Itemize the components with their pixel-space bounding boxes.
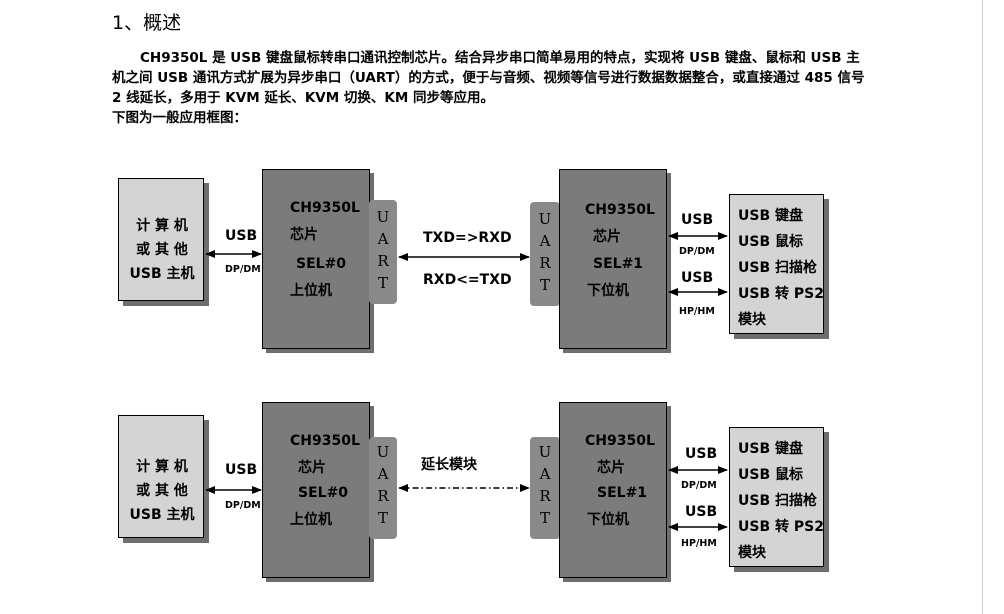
- host-line-1: 计 算 机: [136, 218, 188, 234]
- host-box: 计 算 机 或 其 他 USB 主机: [118, 178, 204, 301]
- uart-right-block: U A R T: [530, 437, 560, 539]
- device-ps2: USB 转 PS2: [738, 519, 824, 535]
- chip-right-model: CH9350L: [585, 202, 655, 218]
- chip-left-label: 芯片: [290, 227, 318, 243]
- device-keyboard: USB 键盘: [738, 208, 803, 224]
- dpdm-label-left: DP/DM: [225, 500, 261, 511]
- chip-left-role: 上位机: [290, 283, 332, 299]
- uart-left-u: U: [376, 443, 390, 461]
- usb-label-right-2: USB: [685, 504, 718, 520]
- uart-right-u: U: [538, 443, 552, 461]
- uart-left-t: T: [377, 274, 388, 292]
- hphm-label-right: HP/HM: [679, 306, 715, 317]
- uart-right-a: A: [539, 232, 551, 250]
- link-label-top: TXD=>RXD: [423, 230, 512, 246]
- chip-right-label: 芯片: [597, 460, 625, 476]
- intro-paragraph-2: 下图为一般应用框图：: [112, 110, 247, 126]
- chip-right-sel: SEL#1: [597, 485, 648, 501]
- device-ps2: USB 转 PS2: [738, 286, 824, 302]
- link-label-bottom: RXD<=TXD: [423, 272, 512, 288]
- uart-right-u: U: [538, 210, 552, 228]
- usb-label-right-2: USB: [681, 270, 714, 286]
- device-module: 模块: [738, 545, 766, 561]
- uart-left-t: T: [377, 509, 388, 527]
- chip-left-model: CH9350L: [290, 433, 360, 449]
- chip-left-sel: SEL#0: [296, 256, 347, 272]
- chip-right-box: CH9350L 芯片 SEL#1 下位机: [559, 169, 667, 349]
- usb-label-left: USB: [225, 228, 258, 244]
- chip-right-sel: SEL#1: [593, 256, 644, 272]
- extension-module-label: 延长模块: [421, 457, 477, 473]
- uart-right-r: R: [539, 487, 551, 505]
- device-mouse: USB 鼠标: [738, 234, 803, 250]
- chip-left-label: 芯片: [298, 460, 326, 476]
- devices-box: USB 键盘 USB 鼠标 USB 扫描枪 USB 转 PS2 模块: [729, 194, 824, 334]
- dpdm-label-left: DP/DM: [225, 264, 261, 275]
- device-scanner: USB 扫描枪: [738, 260, 817, 276]
- host-box: 计 算 机 或 其 他 USB 主机: [118, 415, 204, 538]
- intro-paragraph-1: CH9350L 是 USB 键盘鼠标转串口通讯控制芯片。结合异步串口简单易用的特…: [112, 50, 865, 106]
- usb-label-right-1: USB: [681, 212, 714, 228]
- device-mouse: USB 鼠标: [738, 467, 803, 483]
- uart-left-block: U A R T: [369, 200, 397, 304]
- chip-left-box: CH9350L 芯片 SEL#0 上位机: [262, 169, 370, 349]
- uart-right-t: T: [539, 509, 550, 527]
- chip-left-sel: SEL#0: [298, 485, 349, 501]
- chip-right-box: CH9350L 芯片 SEL#1 下位机: [559, 402, 667, 578]
- chip-right-role: 下位机: [587, 283, 629, 299]
- device-keyboard: USB 键盘: [738, 441, 803, 457]
- uart-left-a: A: [377, 230, 389, 248]
- host-line-3: USB 主机: [129, 266, 195, 282]
- dpdm-label-right: DP/DM: [681, 480, 717, 491]
- hphm-label-right: HP/HM: [681, 538, 717, 549]
- chip-right-model: CH9350L: [585, 433, 655, 449]
- host-line-2: 或 其 他: [136, 242, 188, 258]
- uart-right-a: A: [539, 465, 551, 483]
- uart-left-a: A: [377, 465, 389, 483]
- uart-left-r: R: [377, 487, 389, 505]
- chip-left-model: CH9350L: [290, 200, 360, 216]
- host-line-1: 计 算 机: [136, 459, 188, 475]
- uart-right-r: R: [539, 254, 551, 272]
- section-heading: 1、概述: [112, 12, 182, 34]
- dpdm-label-right: DP/DM: [679, 246, 715, 257]
- uart-right-t: T: [539, 276, 550, 294]
- uart-left-r: R: [377, 252, 389, 270]
- usb-label-right-1: USB: [685, 446, 718, 462]
- host-line-2: 或 其 他: [136, 483, 188, 499]
- device-module: 模块: [738, 312, 766, 328]
- uart-left-u: U: [376, 208, 390, 226]
- host-line-3: USB 主机: [129, 507, 195, 523]
- page-edge-line: [982, 0, 983, 614]
- intro-text: CH9350L 是 USB 键盘鼠标转串口通讯控制芯片。结合异步串口简单易用的特…: [112, 48, 872, 128]
- chip-right-label: 芯片: [593, 229, 621, 245]
- uart-right-block: U A R T: [530, 202, 560, 306]
- chip-right-role: 下位机: [587, 512, 629, 528]
- chip-left-role: 上位机: [290, 512, 332, 528]
- device-scanner: USB 扫描枪: [738, 493, 817, 509]
- uart-left-block: U A R T: [369, 437, 397, 539]
- chip-left-box: CH9350L 芯片 SEL#0 上位机: [262, 402, 370, 578]
- devices-box: USB 键盘 USB 鼠标 USB 扫描枪 USB 转 PS2 模块: [729, 427, 824, 567]
- usb-label-left: USB: [225, 462, 258, 478]
